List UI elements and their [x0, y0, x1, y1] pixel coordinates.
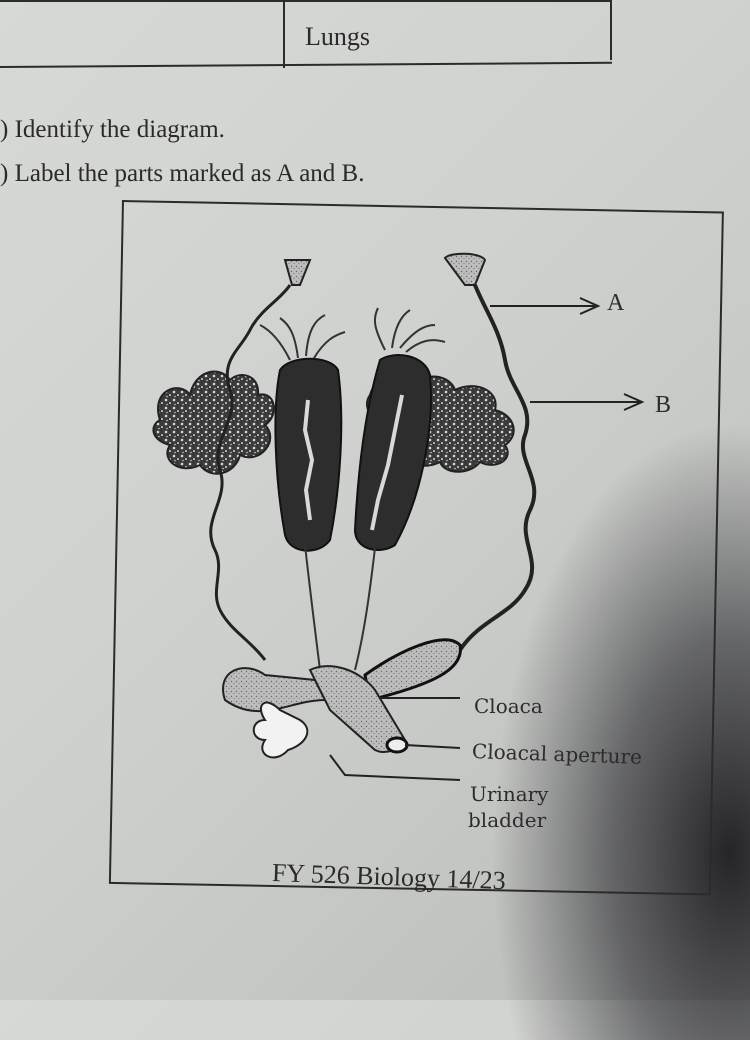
table-border-right — [610, 0, 612, 60]
question-marker: ) — [0, 160, 9, 187]
question-text: Identify the diagram. — [14, 116, 225, 143]
right-ostium — [443, 252, 487, 286]
left-oviduct — [209, 284, 292, 661]
label-urinary-bladder-2: bladder — [468, 808, 547, 832]
cloacal-aperture — [385, 736, 409, 754]
urinary-bladder — [252, 701, 309, 759]
urogenital-system-diagram — [152, 252, 645, 781]
left-ostium — [283, 259, 312, 286]
right-kidney — [353, 354, 432, 551]
leader-lines — [329, 297, 645, 781]
fat-bodies — [259, 307, 446, 361]
right-uterus — [363, 638, 462, 702]
table-cell-lungs: Lungs — [305, 22, 370, 51]
label-cloaca: Cloaca — [474, 694, 543, 718]
marker-b: B — [655, 392, 672, 418]
table-border-top — [0, 0, 612, 2]
left-kidney — [274, 357, 343, 552]
question-text: Label the parts marked as A and B. — [14, 160, 365, 187]
question-marker: ) — [0, 116, 9, 143]
left-ovary — [152, 370, 275, 475]
question-identify: ) Identify the diagram. — [0, 116, 225, 144]
table-divider — [283, 0, 285, 68]
label-urinary-bladder-1: Urinary — [470, 782, 549, 806]
right-oviduct-A — [458, 284, 537, 652]
answer-table: Lungs — [0, 0, 612, 68]
question-label-parts: ) Label the parts marked as A and B. — [0, 160, 364, 188]
marker-a: A — [607, 290, 625, 316]
table-border-bottom — [0, 61, 612, 68]
